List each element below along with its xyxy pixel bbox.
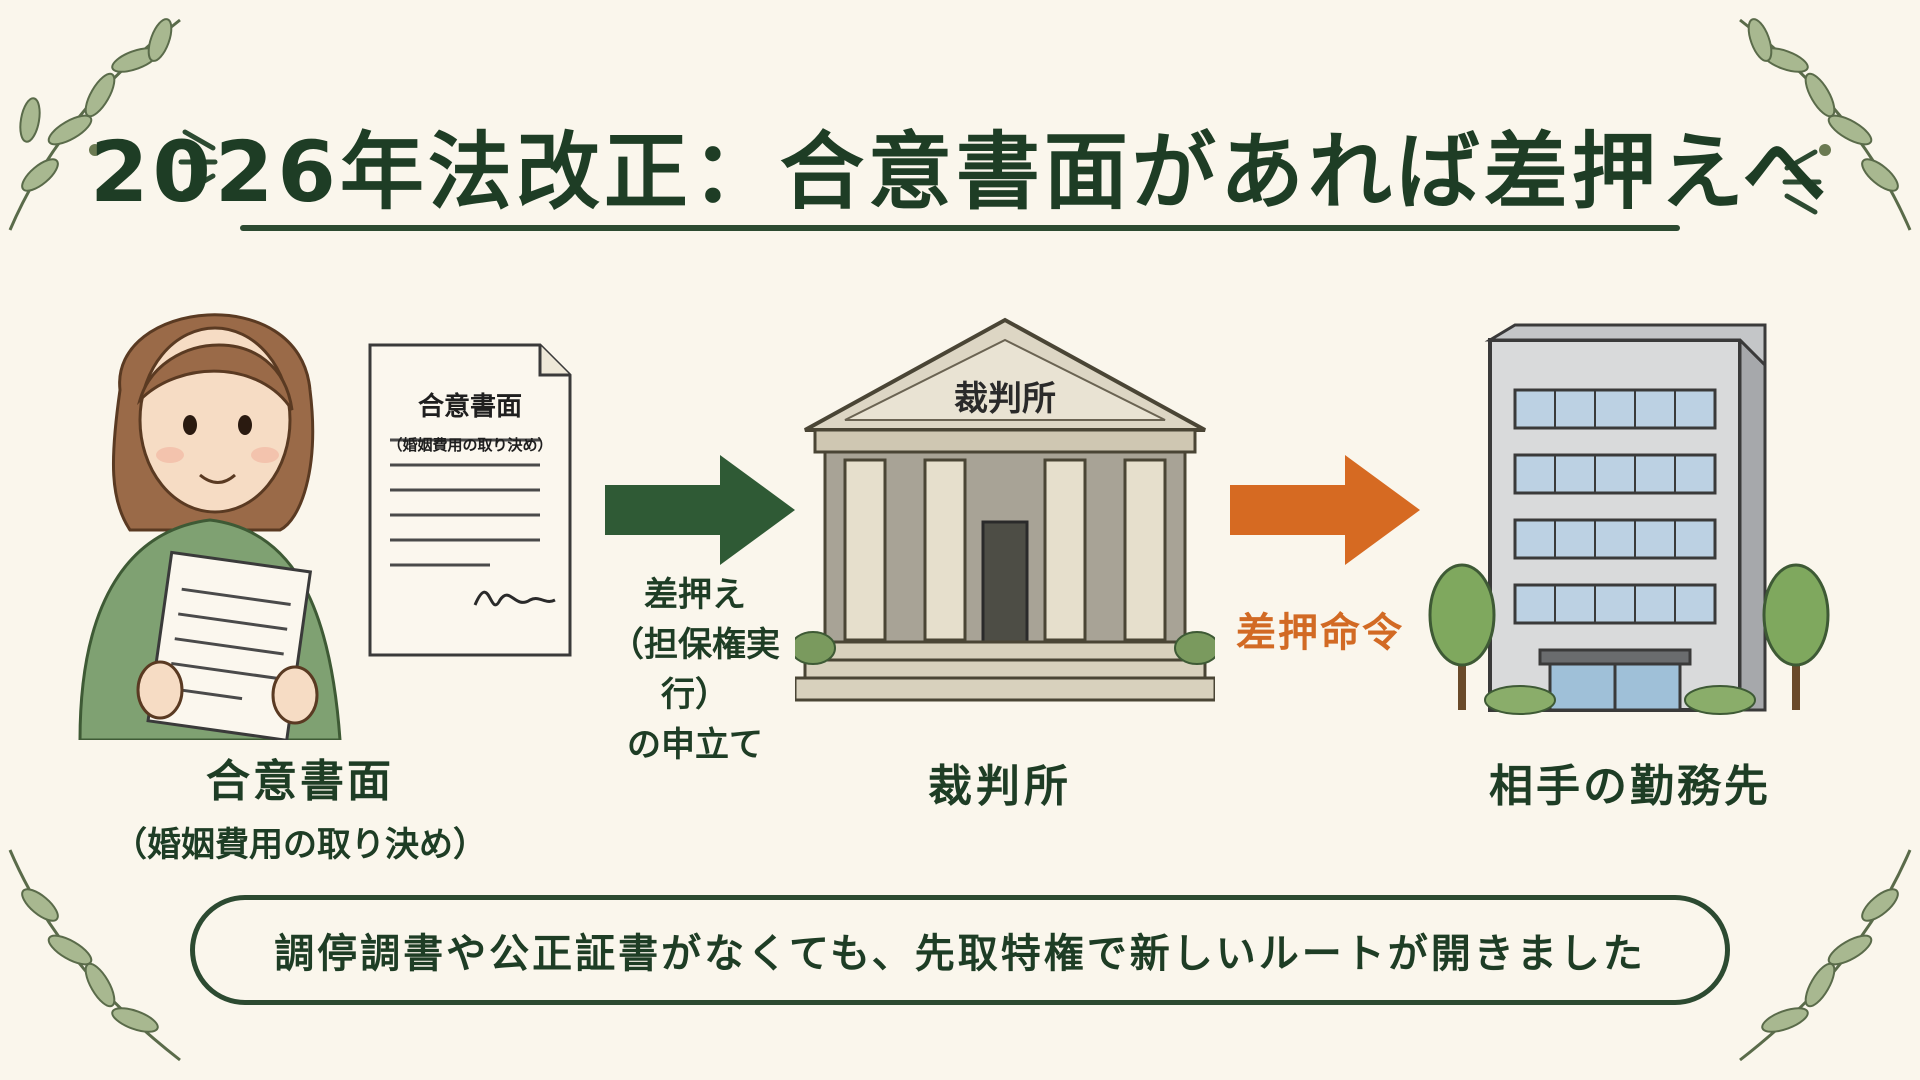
arrow-right-icon <box>1230 455 1420 565</box>
document-icon <box>368 343 572 657</box>
leaf-vine-icon <box>8 18 181 231</box>
emphasis-marks-right-icon <box>1782 149 1822 215</box>
arrow1-label-line2: （担保権実行） <box>610 625 780 715</box>
tree-icon <box>1428 563 1496 710</box>
court-caption: 裁判所 <box>928 761 1072 812</box>
woman-holding-document-illustration: 合意書面 （婚姻費用の取り決め） <box>78 313 572 740</box>
arrow2-label: 差押命令 <box>1236 610 1404 656</box>
leaf-vine-icon <box>1739 849 1912 1062</box>
banner-text: 調停調書や公正証書がなくても、先取特権で新しいルートが開きました <box>274 931 1646 977</box>
caption-sub: （婚姻費用の取り決め） <box>113 825 487 865</box>
office-building-icon <box>1428 323 1830 715</box>
workplace-caption: 相手の勤務先 <box>1489 761 1771 812</box>
tree-icon <box>1762 563 1830 710</box>
caption-main: 合意書面 <box>206 756 394 807</box>
document-subtitle: （婚姻費用の取り決め） <box>387 436 552 454</box>
agreement-document-caption: 合意書面 （婚姻費用の取り決め） <box>70 745 530 866</box>
document-title: 合意書面 <box>418 391 522 422</box>
arrow1-label-line3: の申立て <box>627 725 763 765</box>
title-underline <box>240 225 1680 231</box>
signature-icon <box>473 590 556 607</box>
arrow1-label-line1: 差押え <box>644 575 746 615</box>
emphasis-marks-left-icon <box>178 129 218 195</box>
summary-banner: 調停調書や公正証書がなくても、先取特権で新しいルートが開きました <box>190 895 1730 1005</box>
court-building-icon: 裁判所 <box>795 317 1215 702</box>
page-title: 2026年法改正：合意書面があれば差押えへ <box>90 123 1830 221</box>
arrow-right-icon <box>605 455 795 565</box>
court-pediment-text: 裁判所 <box>954 379 1056 419</box>
leaf-vine-icon <box>1739 18 1912 231</box>
arrow1-label: 差押え （担保権実行） の申立て <box>585 570 805 770</box>
leaf-vine-icon <box>8 849 181 1062</box>
